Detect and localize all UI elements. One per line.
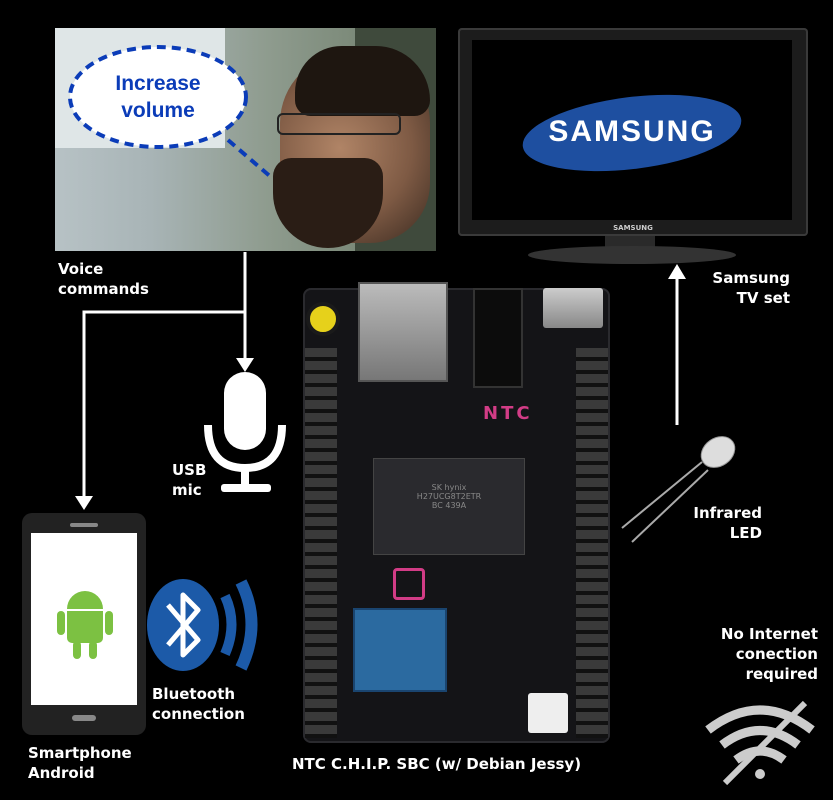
board-label: NTC C.H.I.P. SBC (w/ Debian Jessy) [292,755,582,773]
phone-speaker [70,523,98,527]
speech-bubble-tail [226,138,274,180]
no-internet-label: No Internet conection required [720,625,818,683]
speech-bubble-text: Increase volume [80,70,236,124]
tv-set: SAMSUNG SAMSUNG [458,28,808,236]
speech-line-2: volume [121,99,195,122]
usb-port [358,282,448,382]
no-wifi-icon [705,700,815,786]
bluetooth-label: Bluetooth connection [152,685,245,723]
tv-screen: SAMSUNG [472,40,792,220]
battery-connector [528,693,568,733]
tv-bezel-brand: SAMSUNG [613,224,653,232]
tv-stand-base [528,246,736,264]
wifi-bt-module [353,608,447,692]
nand-code-2: BC 439A [431,501,467,510]
voice-commands-label: Voice commands [58,260,149,298]
person-hair [295,46,430,116]
usb-mic-label: USB mic [172,461,207,499]
audio-jack [473,288,523,388]
tv-arrowhead [668,264,686,279]
left-header-pins [305,348,337,738]
nand-chip: SK hynix H27UCG8T2ETR BC 439A [373,458,525,555]
smartphone-label: Smartphone Android [28,744,132,782]
voice-photo [55,28,436,251]
smartphone [22,513,146,735]
tv-brand-text: SAMSUNG [548,115,716,148]
infrared-led-icon [621,436,736,543]
android-icon [57,591,113,661]
mic-arrowhead [236,358,254,372]
phone-screen [31,533,137,705]
speech-bubble [68,45,248,149]
speech-line-1: Increase [115,72,201,95]
voice-to-phone-line [82,310,245,500]
micro-usb-port [543,288,603,328]
board-yellow-hole [306,302,340,336]
chip-board: NTC SK hynix H27UCG8T2ETR BC 439A [303,282,610,743]
person-beard [273,158,383,248]
person-glasses [277,113,401,135]
board-ntc-logo: NTC [483,403,533,424]
phone-arrowhead [75,496,93,510]
nand-code: H27UCG8T2ETR [416,492,482,501]
right-header-pins [576,348,608,738]
bluetooth-icon [147,579,258,671]
phone-home-button [72,715,96,721]
tv-label: Samsung TV set [712,269,790,307]
nand-brand: SK hynix [431,483,467,492]
microphone-icon [204,372,286,492]
chip-icon [393,568,425,600]
infrared-label: Infrared LED [693,504,762,542]
